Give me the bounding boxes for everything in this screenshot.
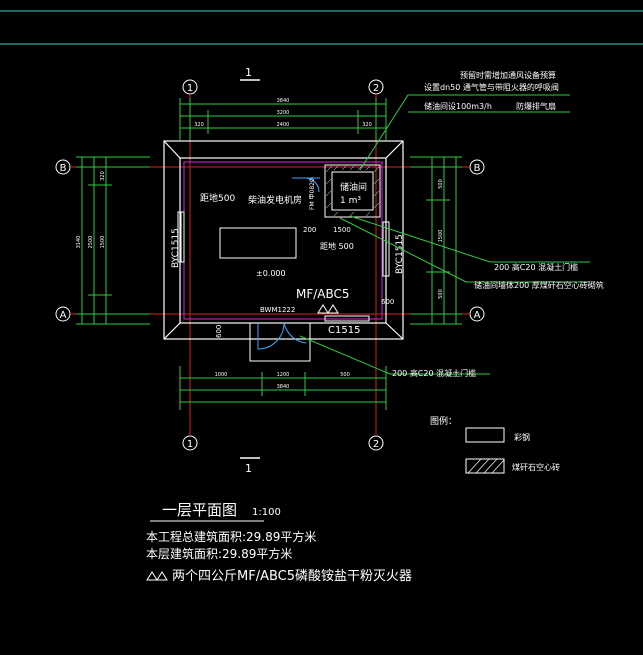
axis-left-b: B xyxy=(60,163,67,174)
section-mark-bottom: 1 xyxy=(240,457,260,475)
dim-top-seg-c: 320 xyxy=(362,122,372,128)
dim-top-seg-a: 320 xyxy=(194,122,204,128)
dim-left-seg-b: 1500 xyxy=(100,236,106,249)
dim-1500: 1500 xyxy=(333,226,351,234)
fm-door-label: FM 甲0820 xyxy=(309,178,316,210)
dist-500-b: 距地 500 xyxy=(320,241,354,251)
axis-lines xyxy=(70,94,470,436)
dim-bottom-total: 3840 xyxy=(277,384,290,390)
dim-600-right: 600 xyxy=(381,298,394,306)
legend-swatch-2 xyxy=(465,458,505,474)
legend-swatch-1 xyxy=(465,427,505,443)
dim-right-c: 500 xyxy=(438,289,444,299)
fm-door: FM 甲0820 xyxy=(292,177,320,210)
generator-equipment xyxy=(219,227,297,259)
legend: 图例： 彩钢 煤矸石空心砖 xyxy=(430,415,560,474)
area-info: 本工程总建筑面积:29.89平方米 本层建筑面积:29.89平方米 xyxy=(146,529,316,561)
extinguisher-note: 两个四公斤MF/ABC5磷酸铵盐干粉灭火器 xyxy=(146,569,412,584)
elevation-label: ±0.000 xyxy=(256,269,286,278)
legend-item-1: 彩钢 xyxy=(514,432,530,442)
note-5: 200 高C20 混凝土门槛 xyxy=(494,262,578,272)
dim-right-a: 500 xyxy=(438,179,444,189)
dimension-texts: 3840 3200 320 2400 320 1000 1200 500 384… xyxy=(76,98,444,390)
window-left-label: BYC1515 xyxy=(171,228,181,268)
dim-top-inner: 3200 xyxy=(277,110,290,116)
dimension-lines xyxy=(76,98,462,410)
notes: 预留时需增加通风设备预算 设置dn50 通气管与带阻火器的呼吸阀 储油间设100… xyxy=(392,70,604,378)
room-labels: 柴油发电机房 距地500 距地 500 200 1500 BYC1515 BYC… xyxy=(171,192,405,338)
axis-left-a: A xyxy=(60,310,67,321)
leader-lines xyxy=(299,94,590,375)
room-main-label: 柴油发电机房 xyxy=(248,194,302,206)
note-6: 储油间墙体200 厚煤矸石空心砖砌筑 xyxy=(474,280,604,290)
axis-bottom-1: 1 xyxy=(187,439,193,450)
sheet-frame xyxy=(0,10,643,45)
note-7: 200 高C20 混凝土门槛 xyxy=(392,368,476,378)
section-mark-bottom-label: 1 xyxy=(245,462,252,475)
note-3: 储油间设100m3/h xyxy=(424,101,492,111)
info-floor-area: 本层建筑面积:29.89平方米 xyxy=(146,546,292,561)
axis-right-a: A xyxy=(474,310,481,321)
extinguisher-symbol xyxy=(317,304,339,314)
dim-left-seg-a: 320 xyxy=(100,171,106,181)
dim-600-left: 600 xyxy=(215,325,223,338)
axis-bubbles: 1 2 1 2 B A B A xyxy=(55,79,485,451)
axis-top-1: 1 xyxy=(187,83,193,94)
note-4: 防爆排气扇 xyxy=(516,101,556,111)
dim-200: 200 xyxy=(303,226,316,234)
drawing-title: 一层平面图 1:100 xyxy=(150,501,281,522)
dim-left-outer: 3140 xyxy=(76,236,82,249)
dim-bottom-c: 500 xyxy=(340,372,350,378)
legend-title: 图例： xyxy=(430,415,457,427)
windows xyxy=(177,211,390,322)
dim-top-outer: 3840 xyxy=(277,98,290,104)
axis-right-b: B xyxy=(474,163,481,174)
tank-room-label-1: 储油间 xyxy=(340,181,367,193)
dim-bottom-a: 1000 xyxy=(215,372,228,378)
section-mark-top-label: 1 xyxy=(245,66,252,79)
section-mark-top: 1 xyxy=(240,66,260,81)
door-label: BWM1222 xyxy=(260,306,295,314)
axis-bottom-2: 2 xyxy=(373,439,379,450)
info-total-area: 本工程总建筑面积:29.89平方米 xyxy=(146,529,316,544)
title-scale: 1:100 xyxy=(252,507,281,518)
dim-left-inner: 2500 xyxy=(88,236,94,249)
dist-500-a: 距地500 xyxy=(200,192,235,204)
note-2: 设置dn50 通气管与带阻火器的呼吸阀 xyxy=(424,82,559,92)
extinguisher-note-text: 两个四公斤MF/ABC5磷酸铵盐干粉灭火器 xyxy=(172,569,412,584)
axis-top-2: 2 xyxy=(373,83,379,94)
window-right-label: BYC1515 xyxy=(395,234,405,274)
legend-item-2: 煤矸石空心砖 xyxy=(512,462,560,472)
dim-bottom-b: 1200 xyxy=(277,372,290,378)
dim-right-b: 1500 xyxy=(438,230,444,243)
extinguisher-label: MF/ABC5 xyxy=(296,287,350,301)
note-1: 预留时需增加通风设备预算 xyxy=(460,70,556,80)
window-bottom-label: C1515 xyxy=(328,325,360,336)
tank-room: 储油间 1 m³ xyxy=(324,164,381,218)
dim-top-seg-b: 2400 xyxy=(277,122,290,128)
tank-room-label-2: 1 m³ xyxy=(340,196,361,206)
title-name: 一层平面图 xyxy=(162,501,237,519)
entry-door xyxy=(249,322,311,362)
